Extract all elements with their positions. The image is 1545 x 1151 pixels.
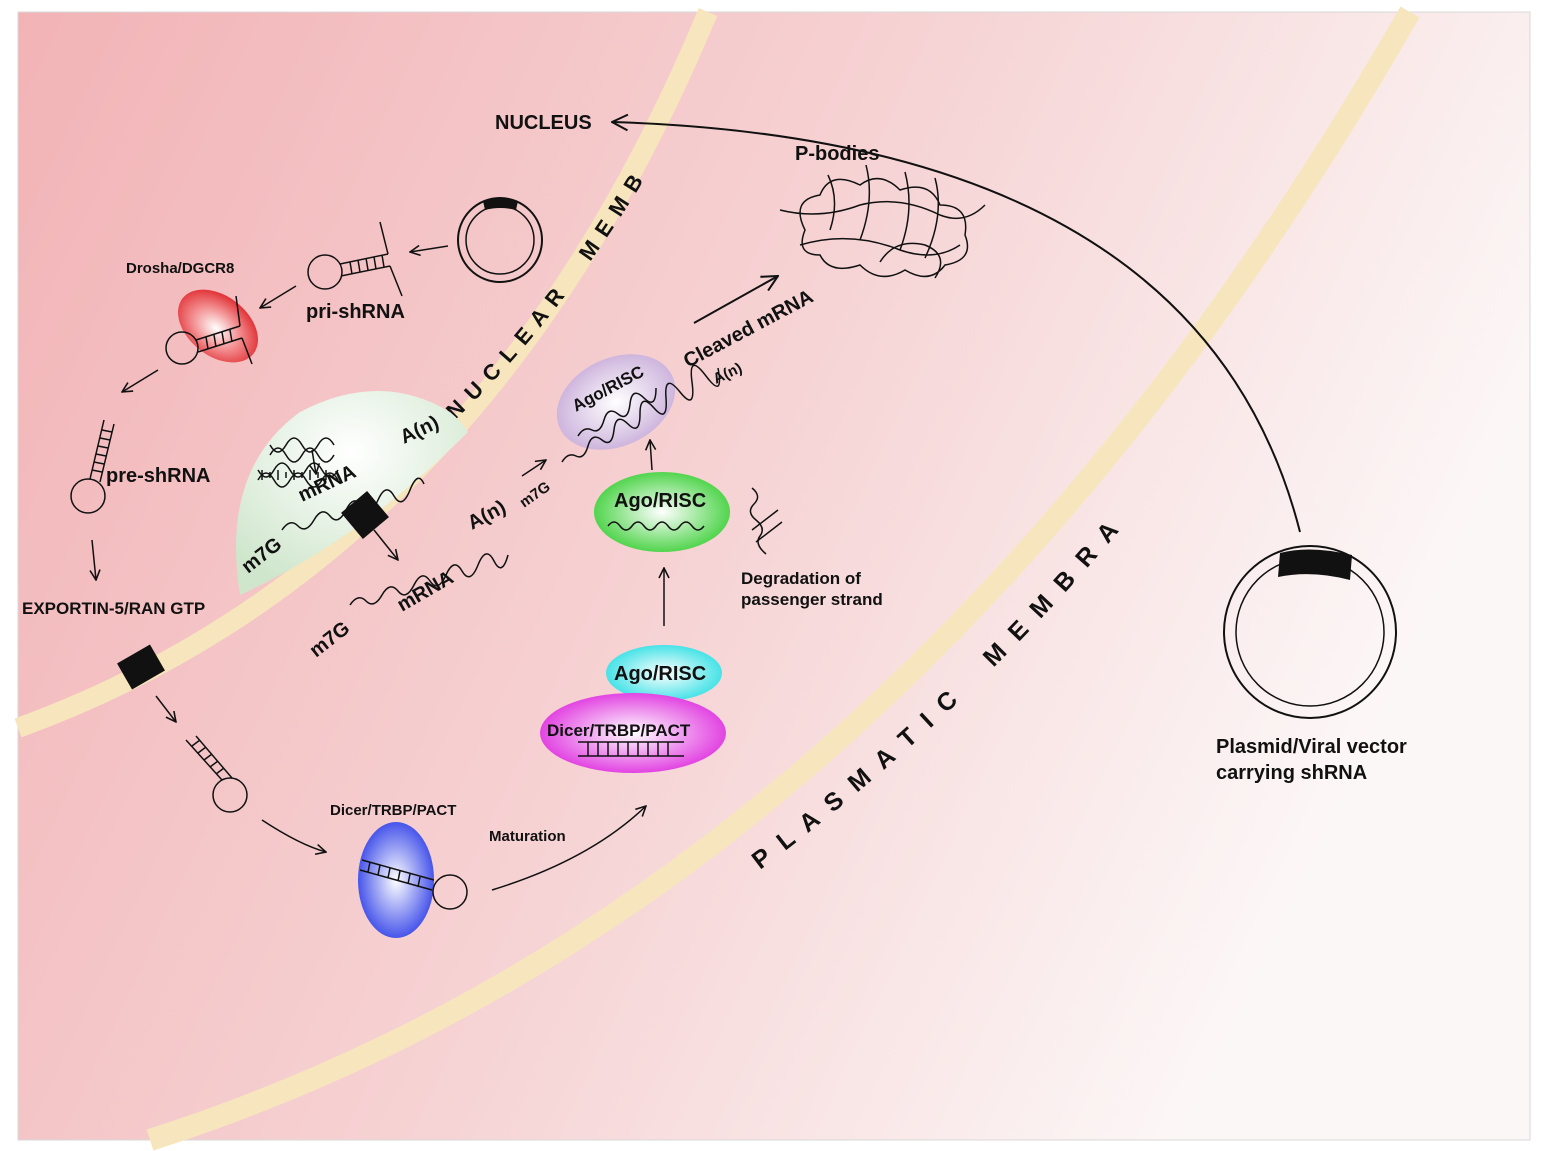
maturation-label: Maturation xyxy=(489,828,566,845)
ago-risc-cyan xyxy=(606,645,722,701)
nucleus-label: NUCLEUS xyxy=(495,112,592,134)
plasmatic-membrane xyxy=(146,6,1420,1151)
drosha-label: Drosha/DGCR8 xyxy=(126,260,234,277)
exportin-label: EXPORTIN-5/RAN GTP xyxy=(22,599,205,618)
mrna-cyto-wave xyxy=(349,553,509,606)
arrow-mrna-export xyxy=(373,529,398,560)
frame-border xyxy=(17,11,1531,1141)
arrow-drosha-to-pre xyxy=(122,369,159,392)
p-bodies-label: P-bodies xyxy=(795,143,879,165)
degradation-label-line1: Degradation of xyxy=(741,569,861,588)
pri-shrna-structure xyxy=(307,221,403,297)
entry-arrow xyxy=(612,122,1301,533)
pre-shrna-label: pre-shRNA xyxy=(106,465,210,487)
plasmid-vector xyxy=(1223,545,1397,719)
arrow-to-purple-risc xyxy=(650,440,652,471)
nuclear-plasmid xyxy=(457,197,543,283)
guide-in-risc xyxy=(577,387,657,437)
passenger-strand-degraded xyxy=(749,487,783,555)
pri-shrna-label: pri-shRNA xyxy=(306,301,405,323)
arrow-pri-to-drosha xyxy=(260,285,297,308)
degradation-label-line2: passenger strand xyxy=(741,590,883,609)
arrow-pre-to-dicer xyxy=(261,819,326,852)
ago-risc-purple xyxy=(556,354,676,450)
guide-strand xyxy=(607,521,705,531)
arrow-to-p-bodies xyxy=(693,276,778,324)
plasmid-label-line1: Plasmid/Viral vector xyxy=(1216,736,1407,758)
dna-helix xyxy=(257,437,339,488)
arrow-pre-to-exportin xyxy=(92,539,96,580)
dicer-blue-complex xyxy=(358,822,468,938)
pre-shrna-structure xyxy=(70,419,115,514)
ago-risc-mid-label: Ago/RISC xyxy=(614,490,706,512)
dicer-complex-label: Dicer/TRBP/PACT xyxy=(547,721,691,740)
mrna-export-pore xyxy=(341,491,389,539)
arrow-transcription xyxy=(312,449,316,474)
sirna-duplex xyxy=(578,741,684,757)
ago-risc-green xyxy=(594,472,730,552)
p-bodies-cluster xyxy=(779,164,986,279)
dicer-blue-label: Dicer/TRBP/PACT xyxy=(330,802,456,819)
target-mrna-wave xyxy=(561,364,721,463)
drosha-complex xyxy=(165,289,258,365)
arrow-mrna-to-risc xyxy=(521,460,546,477)
ago-risc-low-label: Ago/RISC xyxy=(614,663,706,685)
mrna-nucleus-wave xyxy=(281,477,425,531)
plasmid-label-line2: carrying shRNA xyxy=(1216,762,1367,784)
nucleus-blob xyxy=(236,391,468,595)
arrow-export xyxy=(155,695,176,722)
dicer-magenta-complex xyxy=(540,693,726,773)
cytoplasmic-pre-shrna xyxy=(185,735,248,813)
arrow-maturation xyxy=(491,806,646,891)
exportin-pore xyxy=(117,644,165,690)
arrow-plasmid-to-pri xyxy=(410,246,449,252)
